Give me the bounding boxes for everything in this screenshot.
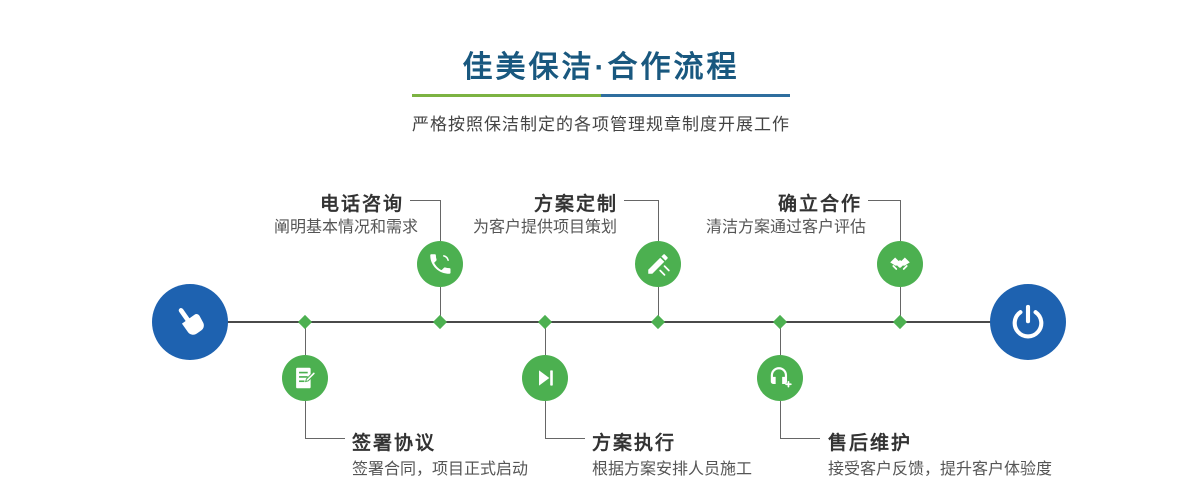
junction-diamond [432, 314, 448, 330]
step-desc-phone-consult: 阐明基本情况和需求 [273, 219, 419, 236]
phone-icon [430, 254, 451, 274]
step-node-sign-agreement [282, 355, 328, 401]
timeline-end-node [990, 284, 1066, 360]
junction-diamond [537, 314, 553, 330]
hand-pointer-icon [178, 308, 204, 335]
step-label-phone-consult: 电话咨询 [319, 194, 404, 215]
connector-line [305, 401, 306, 438]
junction-diamond [892, 314, 908, 330]
step-node-phone-consult [417, 241, 463, 287]
connector-line [780, 322, 781, 355]
page-subtitle: 严格按照保洁制定的各项管理规章制度开展工作 [412, 115, 790, 134]
connector-line [900, 200, 901, 241]
step-desc-plan-custom: 为客户提供项目策划 [472, 219, 618, 236]
step-node-plan-execute [522, 355, 568, 401]
connector-line [658, 287, 659, 321]
underline-green-segment [412, 94, 601, 97]
junction-diamond [297, 314, 313, 330]
connector-line [440, 287, 441, 321]
connector-line [305, 438, 345, 439]
step-label-plan-execute: 方案执行 [592, 433, 677, 454]
step-desc-establish-coop: 清洁方案通过客户评估 [705, 219, 867, 236]
step-node-after-sales [757, 355, 803, 401]
connector-line [545, 401, 546, 438]
connector-line [624, 200, 658, 201]
junction-diamond [650, 314, 666, 330]
play-icon [539, 370, 553, 386]
connector-line [780, 438, 820, 439]
timeline-line [190, 321, 1028, 323]
timeline-start-node [152, 284, 228, 360]
connector-line [780, 401, 781, 438]
step-label-after-sales: 售后维护 [828, 433, 913, 454]
connector-line [868, 200, 900, 201]
step-node-plan-custom [635, 241, 681, 287]
connector-line [900, 287, 901, 321]
step-node-establish-coop [877, 241, 923, 287]
junction-diamond [772, 314, 788, 330]
step-label-sign-agreement: 签署协议 [352, 433, 437, 454]
connector-line [545, 322, 546, 355]
connector-line [658, 200, 659, 241]
step-label-plan-custom: 方案定制 [533, 194, 618, 215]
underline-blue-segment [601, 94, 790, 97]
connector-line [410, 200, 440, 201]
power-icon [1012, 304, 1044, 339]
connector-line [440, 200, 441, 241]
title-underline [412, 94, 790, 97]
connector-line [545, 438, 585, 439]
headset-icon [770, 367, 792, 388]
step-desc-after-sales: 接受客户反馈，提升客户体验度 [828, 461, 1053, 478]
page-title: 佳美保洁·合作流程 [462, 51, 740, 84]
step-label-establish-coop: 确立合作 [777, 194, 862, 215]
pencil-ruler-icon [648, 254, 670, 276]
connector-line [305, 322, 306, 355]
step-desc-sign-agreement: 签署合同，项目正式启动 [352, 461, 529, 478]
step-desc-plan-execute: 根据方案安排人员施工 [592, 461, 753, 478]
handshake-icon [890, 257, 910, 270]
contract-icon [296, 367, 316, 389]
